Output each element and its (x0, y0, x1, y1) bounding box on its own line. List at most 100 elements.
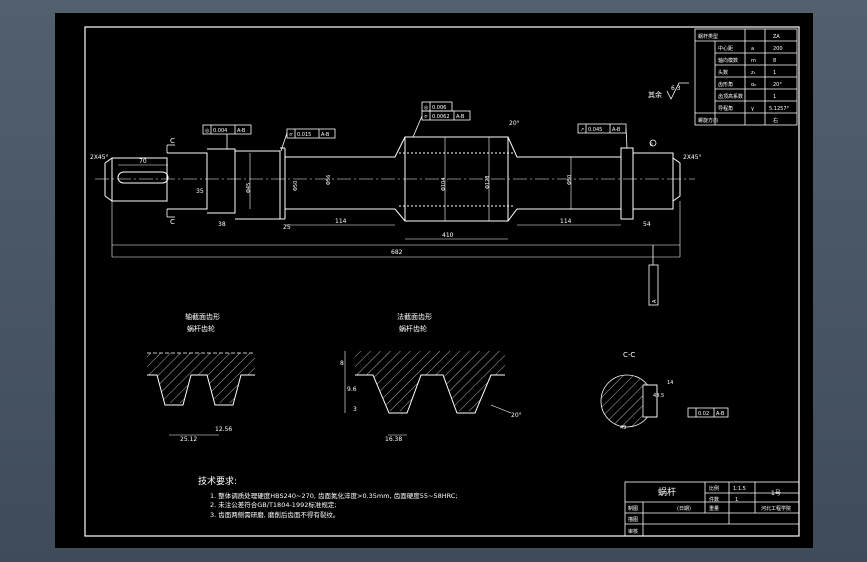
param-val-6: 5.1257° (769, 106, 789, 112)
normal-dim-8: 8 (340, 360, 344, 367)
normal-title2: 蜗杆齿轮 (399, 324, 427, 333)
tol-0-sym: ◎ (205, 128, 210, 134)
cc-dim-14: 14 (667, 380, 673, 386)
tol-1-sym: ⌭ (289, 132, 293, 138)
datum-a: A (652, 299, 658, 303)
param-name-1: 中心距 (718, 45, 733, 52)
axial-section: 轴截面齿形 蜗杆齿轮 25.12 12.56 (147, 312, 255, 443)
cc-dim-d: 49 (620, 425, 626, 431)
param-sym-3: z₁ (751, 70, 756, 76)
param-name-6: 导程角 (718, 105, 733, 112)
normal-angle: 20° (511, 412, 522, 419)
dim-worm2: Φ104 (441, 178, 447, 191)
section-mark-c-bottom: C (170, 218, 175, 226)
tol-0-ref: A-B (237, 128, 246, 134)
param-name-7: 螺旋方向 (698, 117, 718, 124)
title-row2: 描图 (628, 516, 638, 523)
dim-d-left: 35 (196, 188, 204, 195)
dim-114-right: 114 (560, 218, 572, 225)
angle-note: 20° (509, 120, 520, 127)
cc-tol-val: 0.02 (698, 411, 709, 417)
tol-4-ref: A-B (612, 127, 621, 133)
axial-title1: 轴截面齿形 (185, 312, 220, 321)
title-weight-label: 重量 (709, 505, 719, 512)
normal-dim-3: 3 (353, 406, 357, 413)
axial-dim-bottom: 25.12 (180, 436, 197, 443)
param-name-2: 轴向模数 (718, 57, 738, 64)
cc-section: C-C 14 43.5 49 0.02 A-B (600, 351, 729, 431)
param-val-1: 200 (773, 46, 783, 52)
param-sym-4: α₀ (751, 82, 756, 88)
tol-4-sym: ↗ (580, 127, 584, 133)
normal-dim-4: 9.6 (347, 386, 357, 393)
dim-25: 25 (283, 224, 291, 231)
shaft-outline (95, 136, 695, 222)
title-name: 蜗杆 (658, 486, 676, 498)
param-table: 蜗杆类型 ZA 中心距 a 200 轴向模数 m 8 头数 z₁ 1 齿形角 α… (694, 28, 798, 126)
dim-step1: Φ45 (246, 183, 252, 193)
param-sym-6: γ (751, 106, 754, 112)
param-name-3: 头数 (718, 69, 728, 76)
chamfer-left: 2X45° (90, 154, 109, 161)
tol-2-val: 0.006 (432, 105, 446, 111)
param-name-5: 齿顶高系数 (718, 93, 743, 100)
title-qty-val: 1 (735, 497, 738, 503)
notes-item-2: 3. 齿面两侧需研磨, 磨削后齿面不得有裂纹。 (210, 510, 339, 519)
normal-dim-bottom: 16.38 (385, 436, 402, 443)
dim-worm: Φ128 (485, 176, 491, 189)
title-material: 河北工程学院 (761, 505, 791, 512)
notes-heading: 技术要求: (198, 475, 237, 487)
drawing-canvas: 蜗杆类型 ZA 中心距 a 200 轴向模数 m 8 头数 z₁ 1 齿形角 α… (84, 26, 800, 537)
param-val-5: 1 (773, 94, 776, 100)
tol-0-val: 0.004 (213, 128, 227, 134)
tol-2-sym: ◎ (424, 105, 429, 111)
title-row3: 审核 (628, 528, 638, 535)
tol-4-val: 0.045 (588, 127, 602, 133)
title-drawing-no: 1号 (771, 490, 781, 497)
title-scale-val: 1:1.5 (733, 486, 746, 492)
tol-3-ref: A-B (456, 114, 465, 120)
param-val-4: 20° (773, 82, 782, 88)
roughness-other: 其余 (648, 90, 662, 99)
title-qty-label: 件数 (709, 496, 719, 503)
tol-1-val: 0.015 (297, 132, 311, 138)
title-date: (日期) (677, 506, 691, 512)
chamfer-right: 2X45° (683, 154, 702, 161)
drawing-sheet: 蜗杆类型 ZA 中心距 a 200 轴向模数 m 8 头数 z₁ 1 齿形角 α… (55, 13, 813, 548)
dim-total: 410 (442, 232, 454, 239)
technical-notes: 技术要求: 1. 整体调质处理硬度HBS240~270, 齿面氮化淬度>0.35… (198, 475, 458, 519)
param-sym-2: m (751, 58, 756, 64)
dim-key-len: 70 (139, 158, 147, 165)
cc-title: C-C (623, 351, 635, 359)
dim-54: 54 (643, 221, 651, 228)
param-name-4: 齿形角 (718, 81, 733, 88)
cc-dim-h: 43.5 (653, 393, 664, 399)
param-sym-1: a (751, 46, 754, 52)
cc-tol-ref: A-B (716, 411, 725, 417)
param-val-3: 1 (773, 70, 776, 76)
dimensions: 682 410 114 114 38 25 54 70 35 Φ45 Φ50 Φ… (111, 137, 681, 258)
axial-title2: 蜗杆齿轮 (187, 324, 215, 333)
normal-section: 法截面齿形 蜗杆齿轮 8 9.6 3 16.38 20° (340, 312, 522, 443)
inner-border (84, 26, 800, 537)
title-scale-label: 比例 (709, 485, 719, 492)
datum-b: B (650, 142, 653, 147)
normal-title1: 法截面齿形 (397, 312, 432, 321)
param-val-0: ZA (773, 34, 780, 40)
tolerance-frames: ◎ 0.004 A-B ⌭ 0.015 A-B ◎ 0.006 ⌭ 0.0062… (202, 101, 659, 306)
dim-38: 38 (218, 221, 226, 228)
notes-item-1: 2. 未注公差符合GB/T1804-1992标准规定; (210, 500, 337, 509)
title-block: 蜗杆 比例 1:1.5 件数 1 1号 制图 (日期) 重量 河北工程学院 描图… (624, 481, 800, 537)
dim-step2: Φ50 (293, 181, 299, 191)
param-val-7: 右 (773, 117, 778, 124)
dim-step3: Φ56 (326, 175, 332, 185)
roughness-note: 其余 6.3 (648, 82, 689, 100)
dim-114-left: 114 (335, 218, 347, 225)
roughness-value: 6.3 (671, 85, 681, 92)
tol-1-ref: A-B (321, 132, 330, 138)
section-marks: C C (166, 137, 175, 226)
param-val-2: 8 (773, 58, 776, 64)
dim-right: Φ50 (567, 175, 573, 185)
notes-item-0: 1. 整体调质处理硬度HBS240~270, 齿面氮化淬度>0.35mm, 齿面… (210, 491, 458, 500)
section-mark-c-top: C (170, 137, 175, 145)
